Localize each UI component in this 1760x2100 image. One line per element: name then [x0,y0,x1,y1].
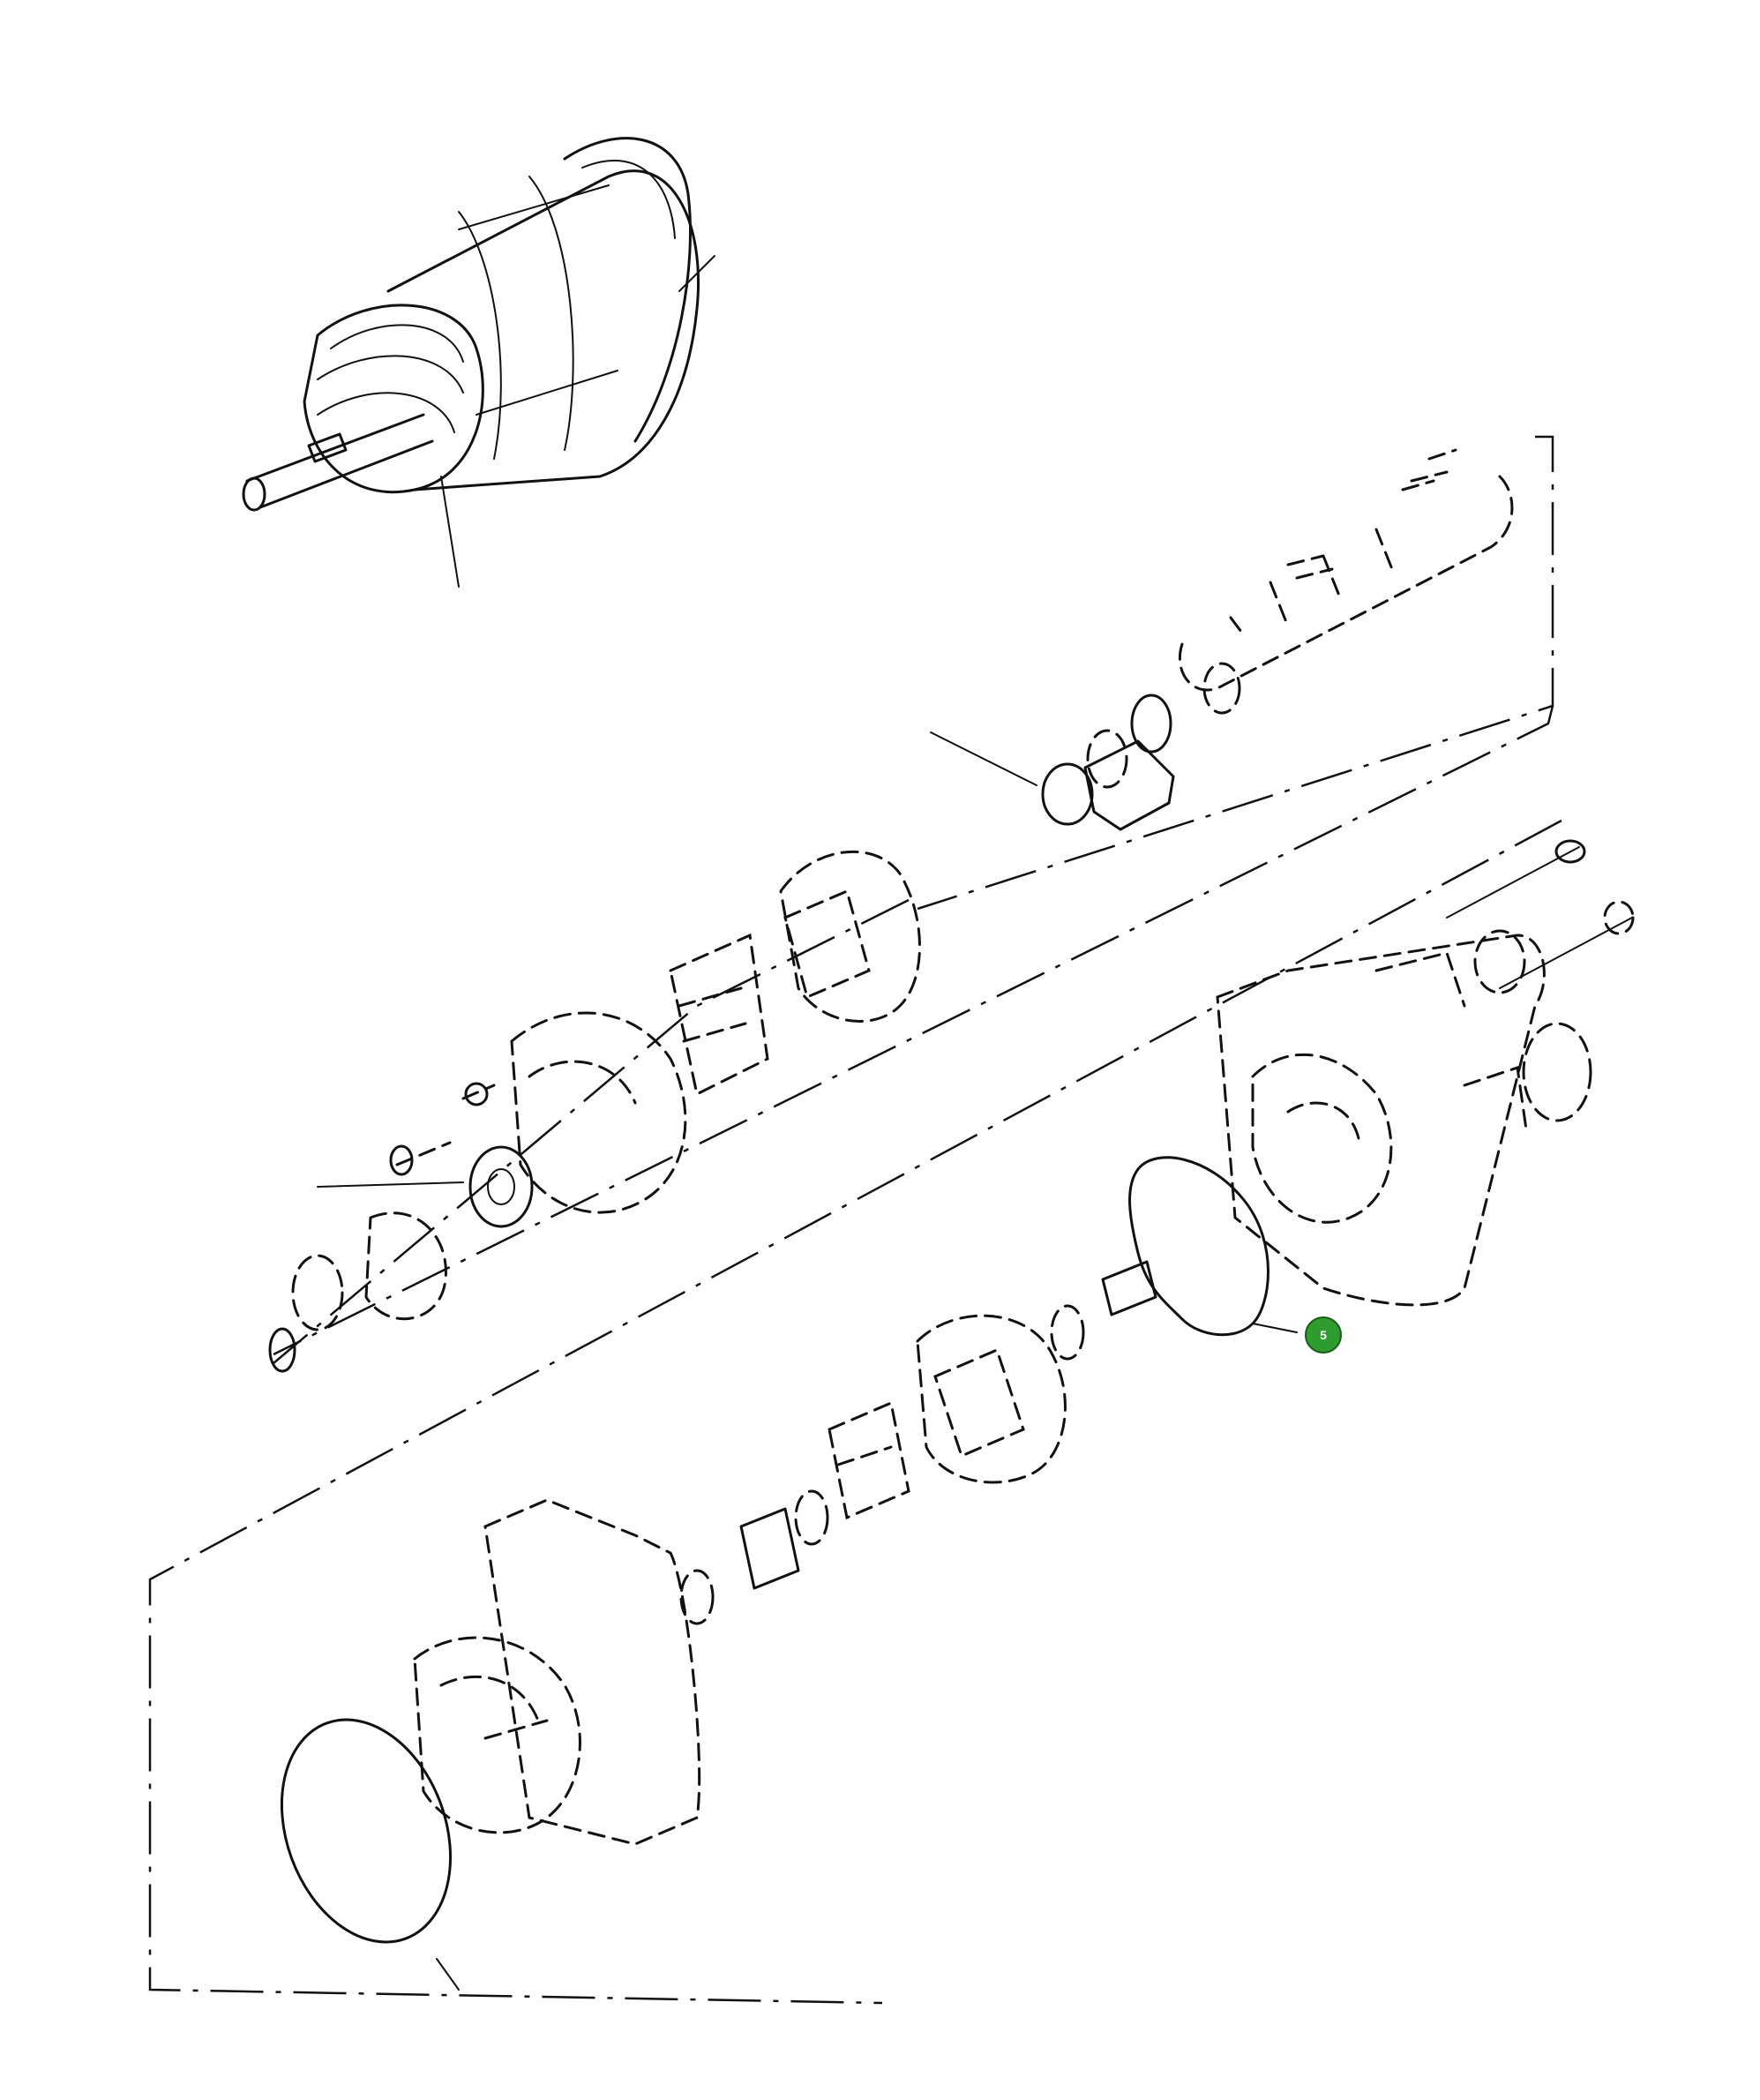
seal-o-ring [1128,1156,1298,1337]
large-o-ring [280,1718,460,1991]
spool-assembly [930,448,1514,831]
assembly-axis-lines [148,435,1562,2005]
rotor-set-upper [268,850,921,1373]
motor-housing-right [1216,839,1635,1307]
rotor-set-lower [679,1260,1157,1625]
callout-badge[interactable] [1305,1316,1342,1354]
callout-marker-5[interactable]: 5 [1305,1316,1342,1354]
end-cover-lower [413,1498,701,1846]
callout-label: 5 [1320,1328,1327,1342]
assembled-motor [242,137,715,588]
